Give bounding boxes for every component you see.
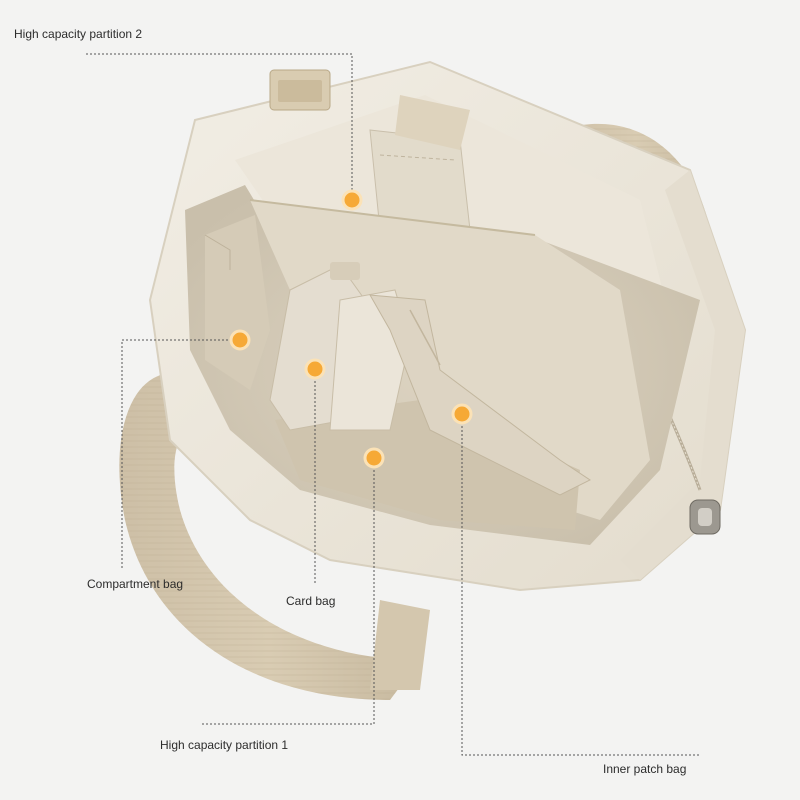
- label-card-bag: Card bag: [286, 594, 336, 608]
- leader-lines: [86, 53, 700, 756]
- leader-line-compartment: [121, 339, 240, 568]
- leader-line-inner-patch: [461, 414, 700, 756]
- front-handle: [119, 372, 430, 700]
- label-high-capacity-partition-1: High capacity partition 1: [160, 738, 289, 752]
- marker-dots: [229, 189, 473, 469]
- marker-dot-compartment: [229, 329, 251, 351]
- marker-dot-card: [304, 358, 326, 380]
- marker-dot-partition-2: [341, 189, 363, 211]
- label-inner-patch-bag: Inner patch bag: [603, 762, 687, 776]
- marker-dot-partition-1: [363, 447, 385, 469]
- marker-dot-inner-patch: [451, 403, 473, 425]
- zipper-pull-icon: [689, 499, 721, 535]
- label-high-capacity-partition-2: High capacity partition 2: [14, 27, 143, 41]
- leader-line-partition-1: [200, 458, 375, 725]
- label-compartment-bag: Compartment bag: [87, 577, 184, 591]
- leader-line-partition-2: [86, 53, 353, 200]
- organizer-insert: [269, 262, 591, 496]
